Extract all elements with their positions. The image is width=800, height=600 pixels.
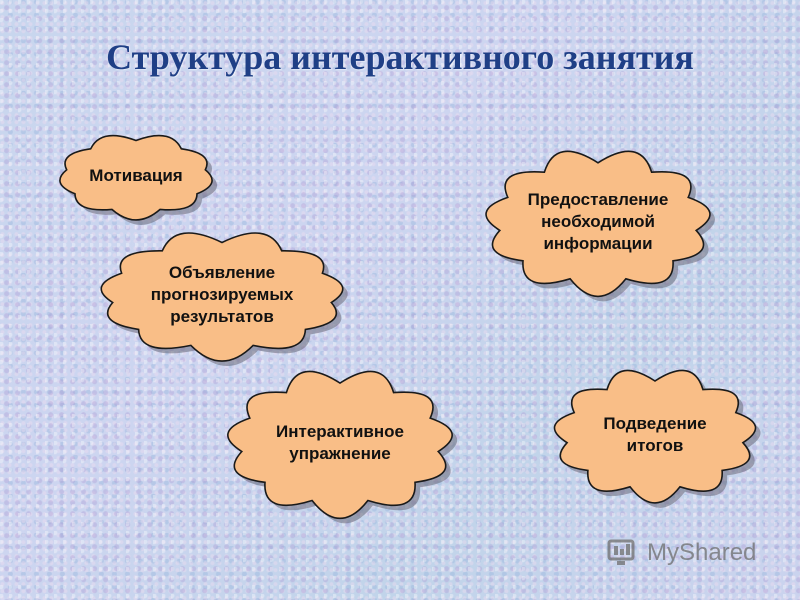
cloud-body — [227, 370, 453, 519]
cloud-label-information: Предоставление необходимой информации — [527, 190, 669, 253]
myshared-logo: MyShared — [607, 538, 756, 568]
cloud-information: Предоставление необходимой информации — [474, 142, 722, 302]
slide-title: Структура интерактивного занятия — [106, 37, 694, 77]
cloud-shape — [485, 150, 715, 302]
cloud-shape — [553, 369, 761, 508]
cloud-label-summary: Подведение итогов — [603, 414, 707, 455]
myshared-logo-icon — [607, 539, 635, 565]
cloud-body — [553, 369, 757, 504]
cloud-shape — [100, 232, 348, 367]
cloud-body — [59, 134, 213, 221]
cloud-exercise: Интерактивное упражнение — [216, 362, 464, 524]
cloud-motivation: Мотивация — [48, 128, 224, 225]
cloud-label-motivation: Мотивация — [89, 166, 183, 185]
cloud-label-expected-results: Объявление прогнозируемых результатов — [150, 263, 294, 326]
logo-text: MyShared — [647, 539, 757, 566]
cloud-body — [485, 150, 711, 297]
cloud-label-exercise: Интерактивное упражнение — [276, 422, 404, 463]
cloud-summary: Подведение итогов — [544, 362, 766, 508]
cloud-shape — [227, 370, 458, 524]
cloud-shape — [59, 134, 218, 225]
cloud-expected-results: Объявление прогнозируемых результатов — [84, 224, 360, 367]
cloud-body — [100, 232, 344, 362]
